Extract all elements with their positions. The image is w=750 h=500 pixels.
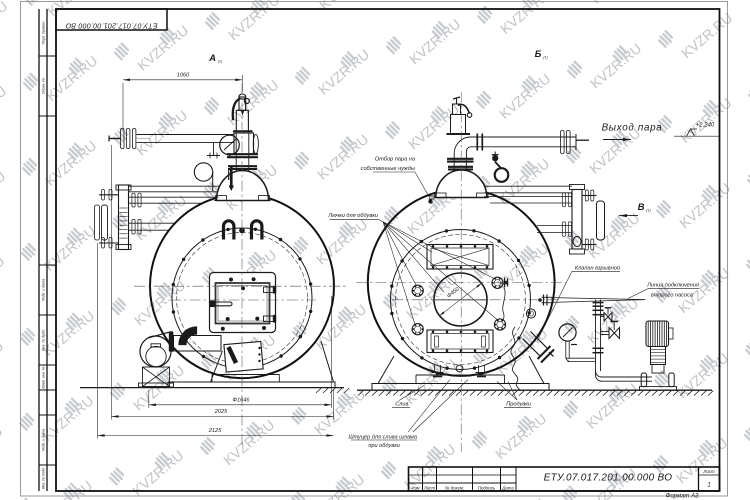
svg-text:Перв. примен.: Перв. примен. [42, 21, 46, 45]
svg-text:ЕТУ.07.017.201.00.000 ВО: ЕТУ.07.017.201.00.000 ВО [544, 472, 673, 483]
svg-text:1: 1 [707, 483, 710, 489]
svg-text:KVZR.RU: KVZR.RU [0, 0, 10, 49]
svg-text:Ф1646: Ф1646 [233, 398, 251, 404]
svg-text:Взам. инв. №: Взам. инв. № [42, 366, 46, 388]
svg-text:Выход пара: Выход пара [602, 123, 663, 134]
svg-text:KVZR.RU: KVZR.RU [0, 338, 6, 390]
svg-text:(1): (1) [543, 56, 547, 60]
svg-text:Линия подключения: Линия подключения [646, 283, 699, 289]
svg-text:В: В [638, 202, 645, 213]
svg-text:Подп. и дата: Подп. и дата [42, 279, 46, 302]
svg-text:Штуцер для слива шлама: Штуцер для слива шлама [348, 434, 417, 440]
svg-text:KVZR.RU: KVZR.RU [402, 356, 459, 408]
svg-text:№ докум.: № докум. [445, 485, 464, 490]
svg-text:KVZR.RU: KVZR.RU [131, 277, 188, 329]
svg-text:KVZR.RU: KVZR.RU [42, 137, 99, 189]
svg-text:Отбор пара на: Отбор пара на [375, 157, 415, 163]
svg-text:KVZR.RU: KVZR.RU [676, 179, 733, 231]
svg-text:KVZR.RU: KVZR.RU [675, 264, 732, 316]
svg-text:KVZR.RU: KVZR.RU [224, 76, 281, 128]
svg-text:KVZR.RU: KVZR.RU [497, 0, 554, 37]
svg-text:Слив.: Слив. [395, 402, 410, 408]
svg-text:KVZR.RU: KVZR.RU [678, 9, 735, 61]
svg-text:2125: 2125 [208, 428, 222, 434]
svg-text:2025: 2025 [214, 409, 228, 415]
svg-text:Продувки: Продувки [506, 402, 531, 408]
svg-text:Клапан взрывной: Клапан взрывной [575, 265, 620, 272]
svg-text:ЕТУ.07.017.201.00.000 ВО: ЕТУ.07.017.201.00.000 ВО [65, 22, 157, 31]
svg-text:KVZR.RU: KVZR.RU [583, 380, 640, 432]
svg-text:Инв. № подл.: Инв. № подл. [42, 467, 46, 489]
svg-text:Дата: Дата [501, 485, 514, 490]
svg-text:KVZR.RU: KVZR.RU [220, 416, 277, 468]
svg-text:KVZR.RU: KVZR.RU [673, 434, 730, 486]
svg-text:Лист: Лист [423, 485, 436, 490]
svg-text:собственные нужды: собственные нужды [361, 166, 415, 172]
svg-text:А: А [208, 53, 216, 64]
svg-text:KVZR.RU: KVZR.RU [0, 253, 7, 305]
svg-text:(1): (1) [218, 60, 222, 64]
svg-text:KVZR.RU: KVZR.RU [587, 40, 644, 92]
svg-text:KVZR.RU: KVZR.RU [43, 52, 100, 104]
svg-text:KVZR.RU: KVZR.RU [677, 94, 734, 146]
svg-text:KVZR.RU: KVZR.RU [41, 222, 98, 274]
svg-text:Б: Б [535, 49, 542, 60]
svg-text:(1): (1) [646, 209, 650, 213]
svg-text:Изм: Изм [411, 485, 419, 490]
svg-text:Инв. № дубл.: Инв. № дубл. [42, 329, 46, 351]
svg-text:KVZR.RU: KVZR.RU [0, 168, 8, 220]
svg-text:второго насоса: второго насоса [651, 292, 693, 298]
svg-text:KVZR.RU: KVZR.RU [585, 210, 642, 262]
svg-text:KVZR.RU: KVZR.RU [39, 392, 96, 444]
svg-text:+2,240: +2,240 [696, 123, 715, 129]
svg-text:KVZR.RU: KVZR.RU [315, 46, 372, 98]
svg-text:KVZR.RU: KVZR.RU [133, 107, 190, 159]
svg-text:Лючки для обдувки: Лючки для обдувки [327, 213, 378, 219]
svg-text:KVZR.RU: KVZR.RU [314, 131, 371, 183]
svg-text:Подпись: Подпись [478, 485, 496, 490]
svg-text:KVZR.RU: KVZR.RU [588, 0, 645, 7]
svg-text:KVZR.RU: KVZR.RU [0, 423, 5, 475]
svg-text:KVZR.RU: KVZR.RU [406, 16, 463, 68]
svg-text:1060: 1060 [177, 73, 190, 79]
svg-text:KVZR.RU: KVZR.RU [496, 70, 553, 122]
svg-text:KVZR.RU: KVZR.RU [405, 101, 462, 153]
svg-text:Подп. и дата: Подп. и дата [42, 429, 46, 452]
svg-text:Справ. №: Справ. № [42, 78, 46, 94]
svg-text:Формат А3: Формат А3 [666, 494, 699, 500]
svg-text:KVZR.RU: KVZR.RU [225, 0, 282, 43]
svg-text:KVZR.RU: KVZR.RU [312, 301, 369, 353]
svg-text:KVZR.RU: KVZR.RU [0, 83, 9, 135]
svg-text:Лист: Лист [702, 469, 715, 474]
svg-text:KVZR.RU: KVZR.RU [492, 410, 549, 462]
svg-text:при обдувки: при обдувки [368, 443, 400, 449]
